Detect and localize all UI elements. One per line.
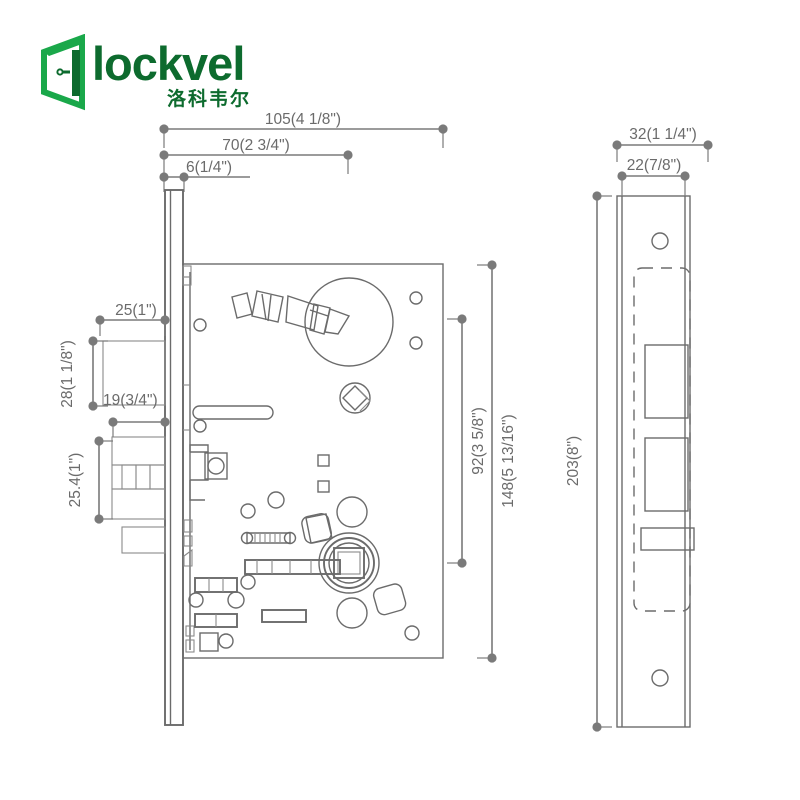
dim-70-label: 70(2 3/4"): [222, 137, 290, 154]
brand-name-chinese: 洛科韦尔: [167, 88, 252, 110]
brand-name: lockvel: [92, 37, 245, 90]
dim-105-label: 105(4 1/8"): [265, 111, 341, 128]
dim-19-label: 19(3/4"): [103, 392, 158, 409]
latch-bolt-protrusions: [102, 340, 166, 554]
open-door-icon: [41, 33, 85, 111]
spindle-hub: [318, 532, 380, 594]
faceplate-side-view: [616, 195, 695, 728]
lock-case-body: [182, 263, 444, 659]
dim-32-label: 32(1 1/4"): [629, 126, 697, 143]
side-view-dimension-group: 32(1 1/4") 22(7/8") 203(8"): [565, 126, 713, 732]
right-dimension-group: 92(3 5/8") 148(5 13/16"): [447, 260, 517, 663]
dim-148-label: 148(5 13/16"): [500, 414, 517, 507]
dim-25-label: 25(1"): [115, 302, 157, 319]
dim-203-label: 203(8"): [565, 436, 582, 486]
dim-25-4-label: 25.4(1"): [67, 453, 84, 508]
rack-bar: [244, 559, 341, 575]
brand-logo: lockvel 洛科韦尔: [36, 33, 266, 114]
screw-detail: [240, 531, 297, 545]
cylinder-bore: [304, 277, 394, 367]
faceplate-strip-front: [164, 189, 184, 726]
dim-92-label: 92(3 5/8"): [470, 407, 487, 475]
top-dimension-group: 105(4 1/8") 70(2 3/4") 6(1/4"): [159, 111, 448, 192]
dim-6-label: 6(1/4"): [186, 159, 232, 176]
left-dimension-group: 25(1") 28(1 1/8") 19(3/4") 25.4(1"): [59, 302, 170, 524]
dim-28-label: 28(1 1/8"): [59, 340, 76, 408]
dim-22-label: 22(7/8"): [627, 157, 682, 174]
